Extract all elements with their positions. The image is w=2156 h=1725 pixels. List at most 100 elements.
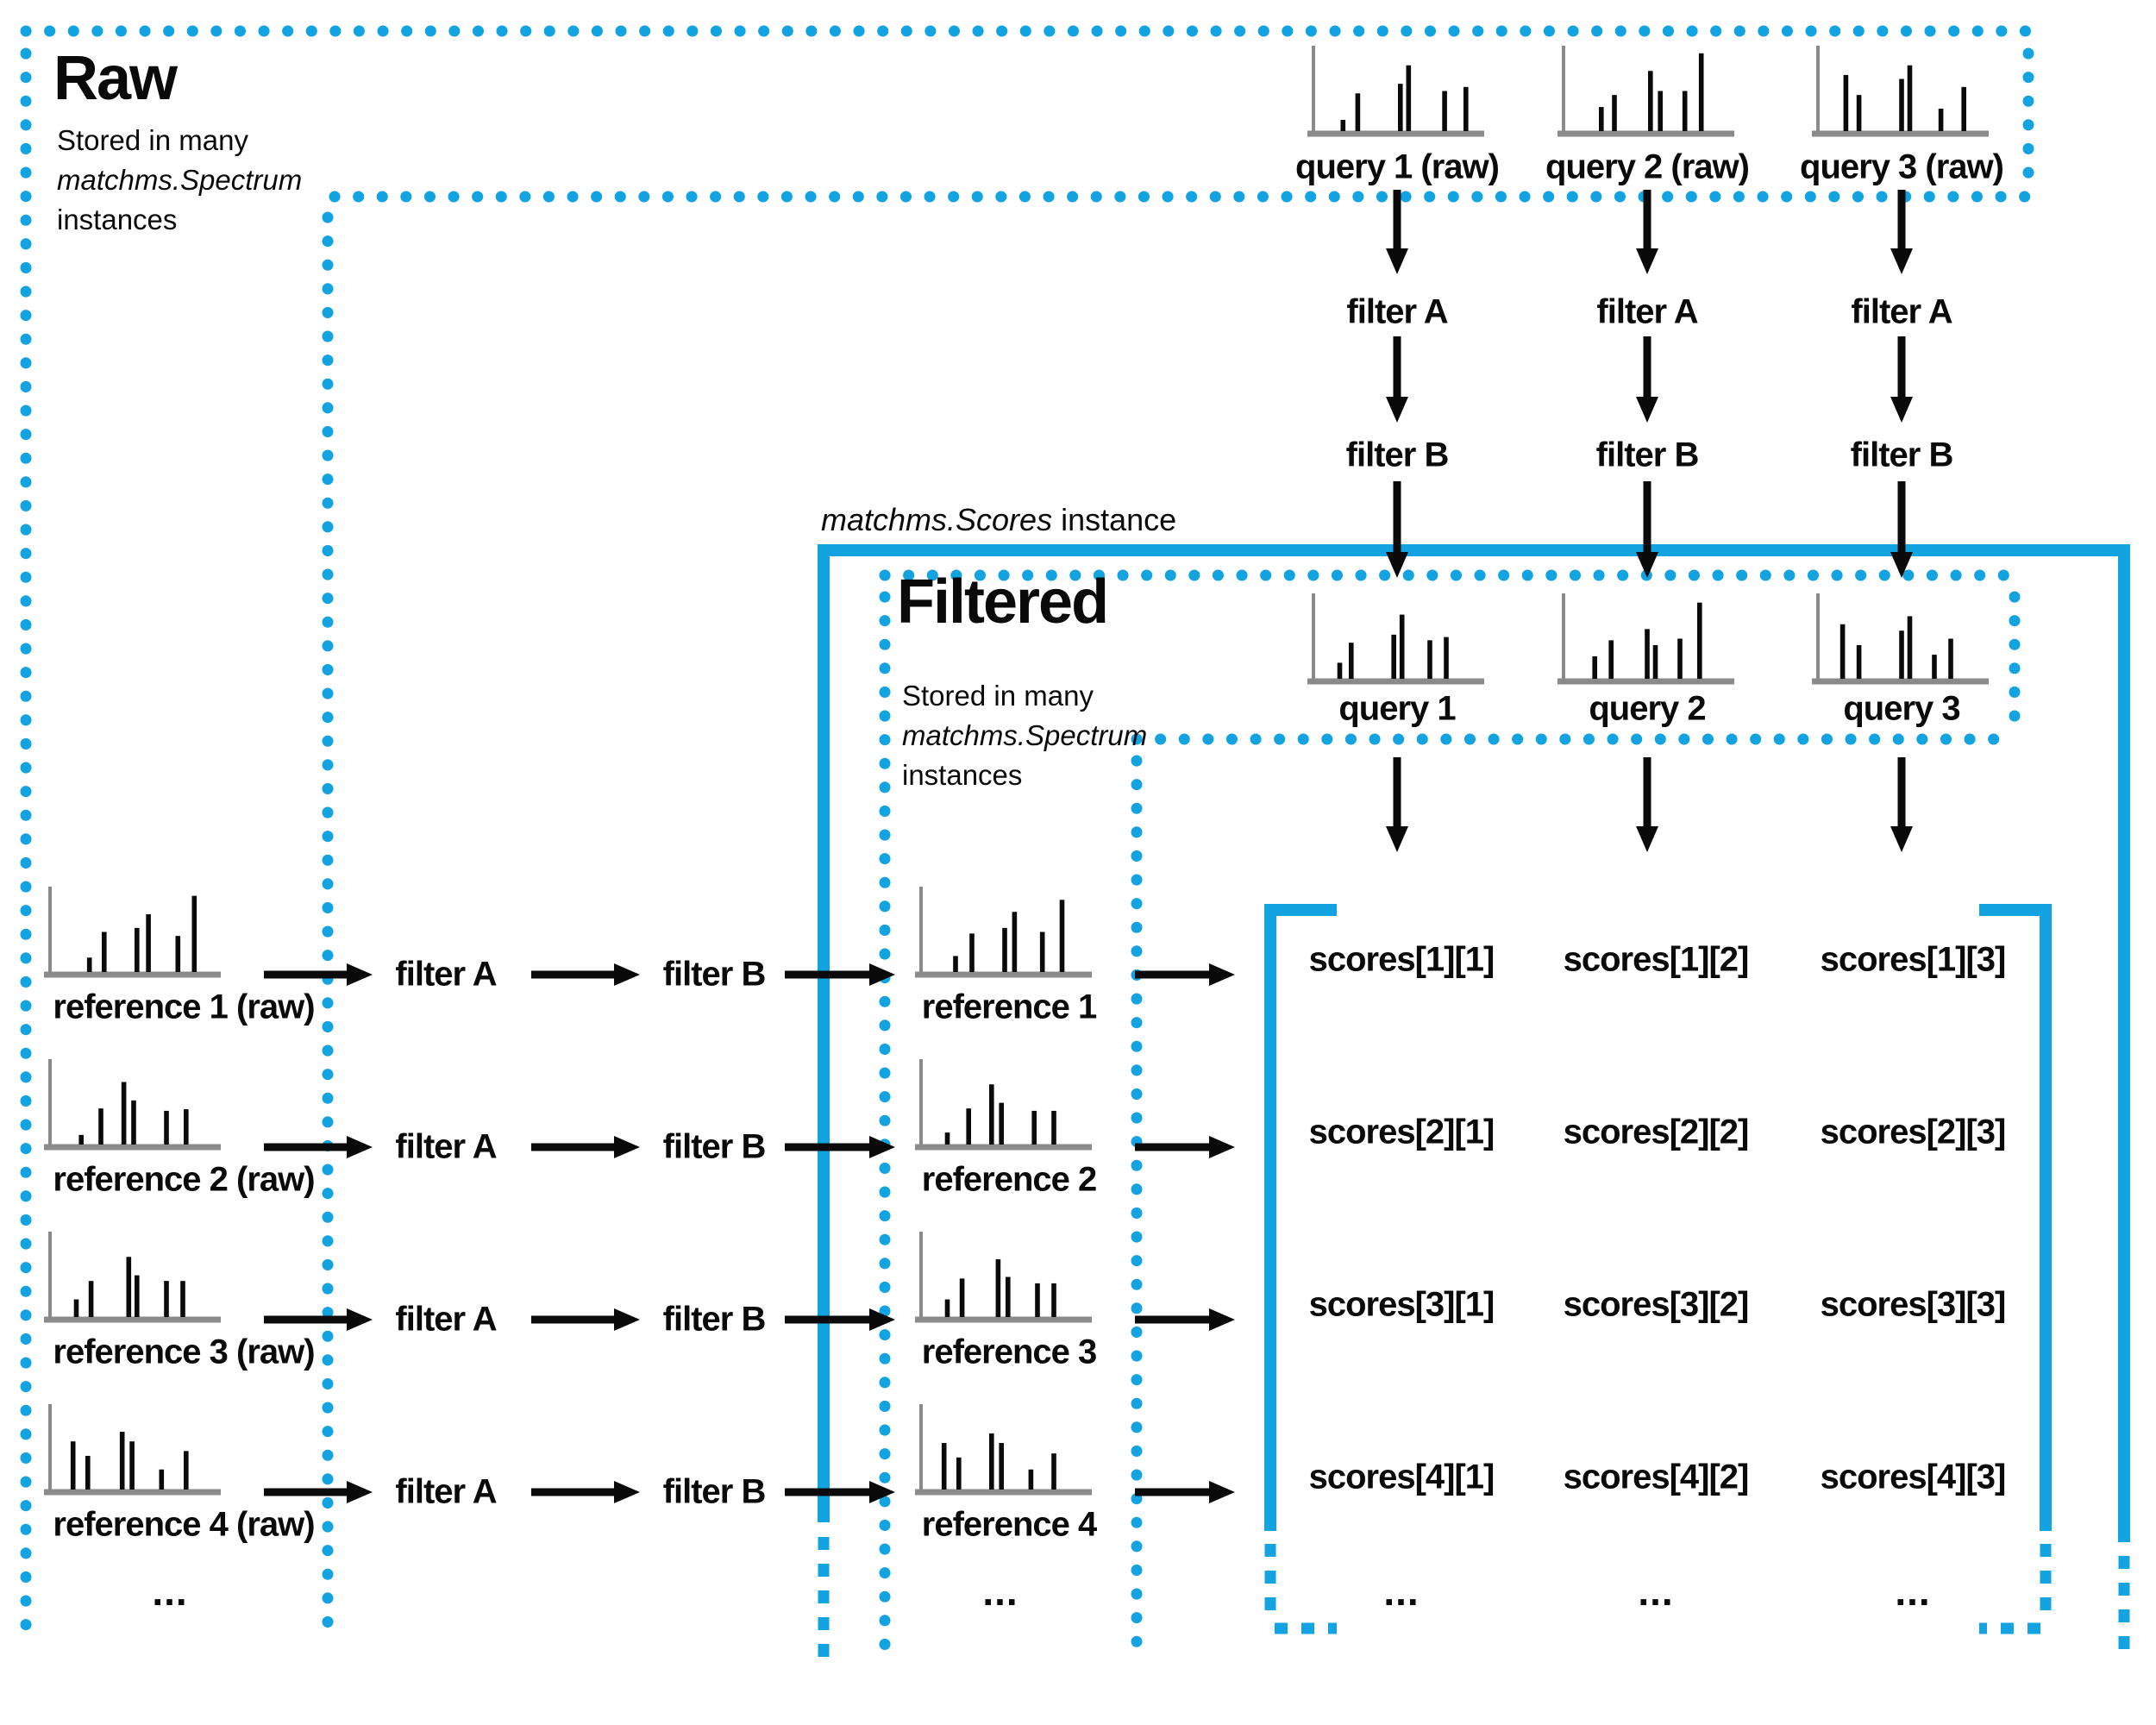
spectrum-peak	[956, 1457, 962, 1490]
flow-arrow	[264, 1308, 373, 1331]
scores-instance-label-regular: instance	[1052, 502, 1177, 537]
raw-box-subtitle-line3: instances	[57, 204, 178, 235]
query-3-filter-a-label: filter A	[1851, 292, 1952, 331]
spectrum-peak	[959, 1278, 965, 1317]
query-2-filter-a-label: filter A	[1596, 292, 1698, 331]
spectrum-flt_q1	[1307, 593, 1484, 685]
spectrum-peak	[1682, 91, 1688, 131]
spectrum-peak	[1698, 53, 1704, 131]
spectrum-peak	[1856, 95, 1862, 131]
spectrum-peak	[1907, 616, 1913, 679]
spectrum-peak	[1031, 1110, 1037, 1145]
flow-arrow	[785, 1481, 895, 1503]
scores-instance-label: matchms.Scores instance	[821, 502, 1176, 538]
reference-2-filtered-label: reference 2	[921, 1160, 1097, 1199]
spectrum-peak	[191, 895, 197, 972]
reference-2-filter-b-label: filter B	[662, 1127, 767, 1166]
spectrum-peak	[1059, 900, 1065, 972]
spectrum-peak	[180, 1281, 185, 1317]
reference-1-filtered-label: reference 1	[921, 988, 1097, 1026]
spectrum-peak	[88, 1281, 94, 1317]
flow-arrow	[1386, 481, 1408, 578]
spectrum-raw_r2	[44, 1059, 221, 1151]
spectrum-peak	[995, 1259, 1001, 1317]
flow-arrow	[264, 1481, 373, 1503]
spectrum-peak	[1012, 912, 1018, 972]
spectrum-flt_r4	[915, 1404, 1092, 1496]
spectrum-peak	[1856, 644, 1862, 679]
spectrum-peak	[159, 1469, 165, 1490]
spectrum-peak	[1645, 629, 1650, 679]
spectrum-peak	[989, 1433, 994, 1490]
flow-arrow	[1386, 336, 1408, 423]
spectrum-peak	[102, 932, 107, 972]
reference-2-raw-label: reference 2 (raw)	[53, 1160, 315, 1199]
scores-cell-1-1: scores[1][1]	[1308, 940, 1495, 979]
spectrum-peak	[1337, 662, 1343, 679]
scores-cell-2-1: scores[2][1]	[1308, 1113, 1495, 1151]
query-3-raw-label: query 3 (raw)	[1800, 147, 2004, 186]
scores-cell-4-2: scores[4][2]	[1563, 1458, 1750, 1496]
query-2-raw-label: query 2 (raw)	[1545, 147, 1750, 186]
scores-cell-2-3: scores[2][3]	[1820, 1113, 2007, 1151]
spectrum-peak	[1398, 84, 1403, 131]
spectrum-peak	[1035, 1283, 1040, 1317]
query-2-filtered-label: query 2	[1589, 689, 1706, 728]
reference-4-filtered-label: reference 4	[921, 1505, 1097, 1544]
flow-arrow	[1386, 190, 1408, 274]
reference-4-filter-b-label: filter B	[662, 1472, 767, 1511]
scores-col-1-ellipsis: ...	[1383, 1569, 1420, 1614]
spectrum-peak	[1899, 630, 1904, 679]
query-2-filter-b-label: filter B	[1595, 436, 1700, 474]
spectrum-peak	[1427, 640, 1432, 679]
spectrum-raw_r3	[44, 1232, 221, 1323]
spectrum-peak	[999, 1102, 1004, 1145]
reference-4-filter-a-label: filter A	[395, 1472, 497, 1511]
spectrum-peak	[184, 1109, 189, 1145]
spectrum-peak	[1907, 65, 1913, 131]
scores-cell-3-2: scores[3][2]	[1563, 1285, 1750, 1324]
flow-arrow	[1135, 963, 1235, 986]
spectrum-peak	[131, 1100, 136, 1145]
spectrum-flt_q2	[1557, 593, 1734, 685]
spectrum-peak	[135, 927, 140, 972]
query-1-raw-label: query 1 (raw)	[1295, 147, 1500, 186]
scores-cell-4-1: scores[4][1]	[1308, 1458, 1495, 1496]
spectrum-raw_r1	[44, 887, 221, 978]
spectrum-peak	[119, 1432, 125, 1490]
flow-arrow	[785, 963, 895, 986]
spectrum-peak	[85, 1455, 91, 1490]
spectrum-peak	[135, 1275, 140, 1317]
spectrum-flt_r2	[915, 1059, 1092, 1151]
raw-box-subtitle-line1: Stored in many	[57, 124, 248, 156]
spectrum-peak	[1608, 640, 1614, 679]
spectrum-peak	[1355, 93, 1361, 131]
scores-cell-3-3: scores[3][3]	[1820, 1285, 2007, 1324]
spectrum-peak	[184, 1451, 189, 1490]
spectrum-peak	[989, 1084, 994, 1145]
query-1-filter-b-label: filter B	[1345, 436, 1450, 474]
flow-arrow	[531, 963, 640, 986]
spectrum-peak	[1948, 638, 1953, 679]
spectrum-peak	[78, 1134, 84, 1145]
reference-4-raw-label: reference 4 (raw)	[53, 1505, 315, 1544]
spectrum-peak	[1961, 86, 1966, 131]
spectrum-peak	[966, 1108, 971, 1145]
raw-box-subtitle: Stored in many matchms.Spectrum instance…	[57, 121, 302, 240]
spectrum-peak	[121, 1082, 127, 1145]
references-filtered-ellipsis: ...	[982, 1569, 1018, 1614]
spectrum-peak	[129, 1441, 135, 1490]
spectrum-peak	[1658, 91, 1663, 131]
spectrum-peak	[1444, 637, 1449, 679]
spectrum-peak	[969, 933, 975, 972]
flow-arrow	[1890, 757, 1913, 852]
spectrum-flt_r3	[915, 1232, 1092, 1323]
flow-arrow	[1636, 336, 1658, 423]
flow-arrow	[531, 1481, 640, 1503]
query-3-filtered-label: query 3	[1843, 689, 1960, 728]
flow-arrow	[785, 1136, 895, 1158]
spectrum-peak	[70, 1441, 76, 1490]
flow-arrow	[1135, 1308, 1235, 1331]
filtered-box-subtitle-line2: matchms.Spectrum	[902, 719, 1148, 751]
